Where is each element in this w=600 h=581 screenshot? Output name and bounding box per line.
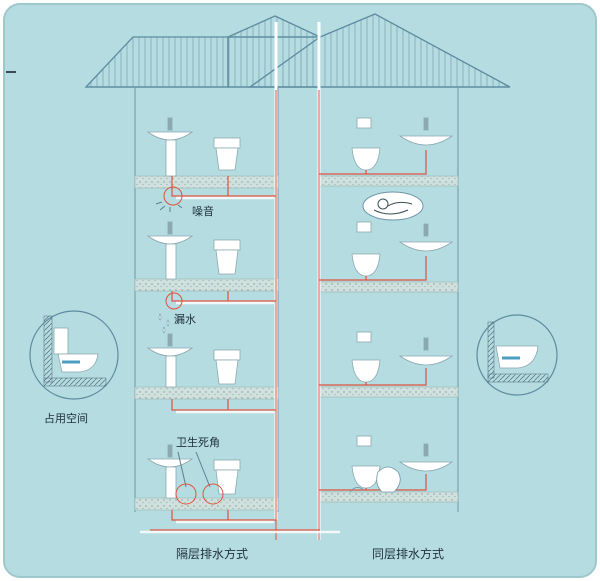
background-panel [3,3,597,578]
left-floor-1-fixtures [146,117,241,177]
noise-label: 噪音 [192,205,214,218]
right-floor-3-fixtures [351,331,454,383]
right-floor-1-fixtures [351,117,454,171]
left-caption: 隔层排水方式 [176,547,249,561]
leak-label: 漏水 [174,313,196,326]
left-drain-pipes-white [140,196,340,534]
space-inset-left [29,310,119,400]
left-floor-3-fixtures [146,333,241,388]
vacuum-cleaner-icon [349,466,401,493]
left-drain-pipes [150,176,320,531]
water-drops-icon [158,292,183,334]
space-inset-right [476,314,558,396]
roof-right [86,13,511,88]
dead-corner-label: 卫生死角 [176,436,220,449]
space-label: 占用空间 [44,412,88,425]
left-floor-2-fixtures [146,221,241,280]
floor-slabs-left [134,175,279,511]
speaker-icon [155,186,183,212]
dead-corner-marker [175,451,224,505]
right-caption: 同层排水方式 [372,547,445,561]
right-floor-2-fixtures [351,221,454,277]
right-floor-4-fixtures [351,435,454,489]
right-drain-pipes [319,150,427,491]
sleeping-person-icon [362,191,424,221]
